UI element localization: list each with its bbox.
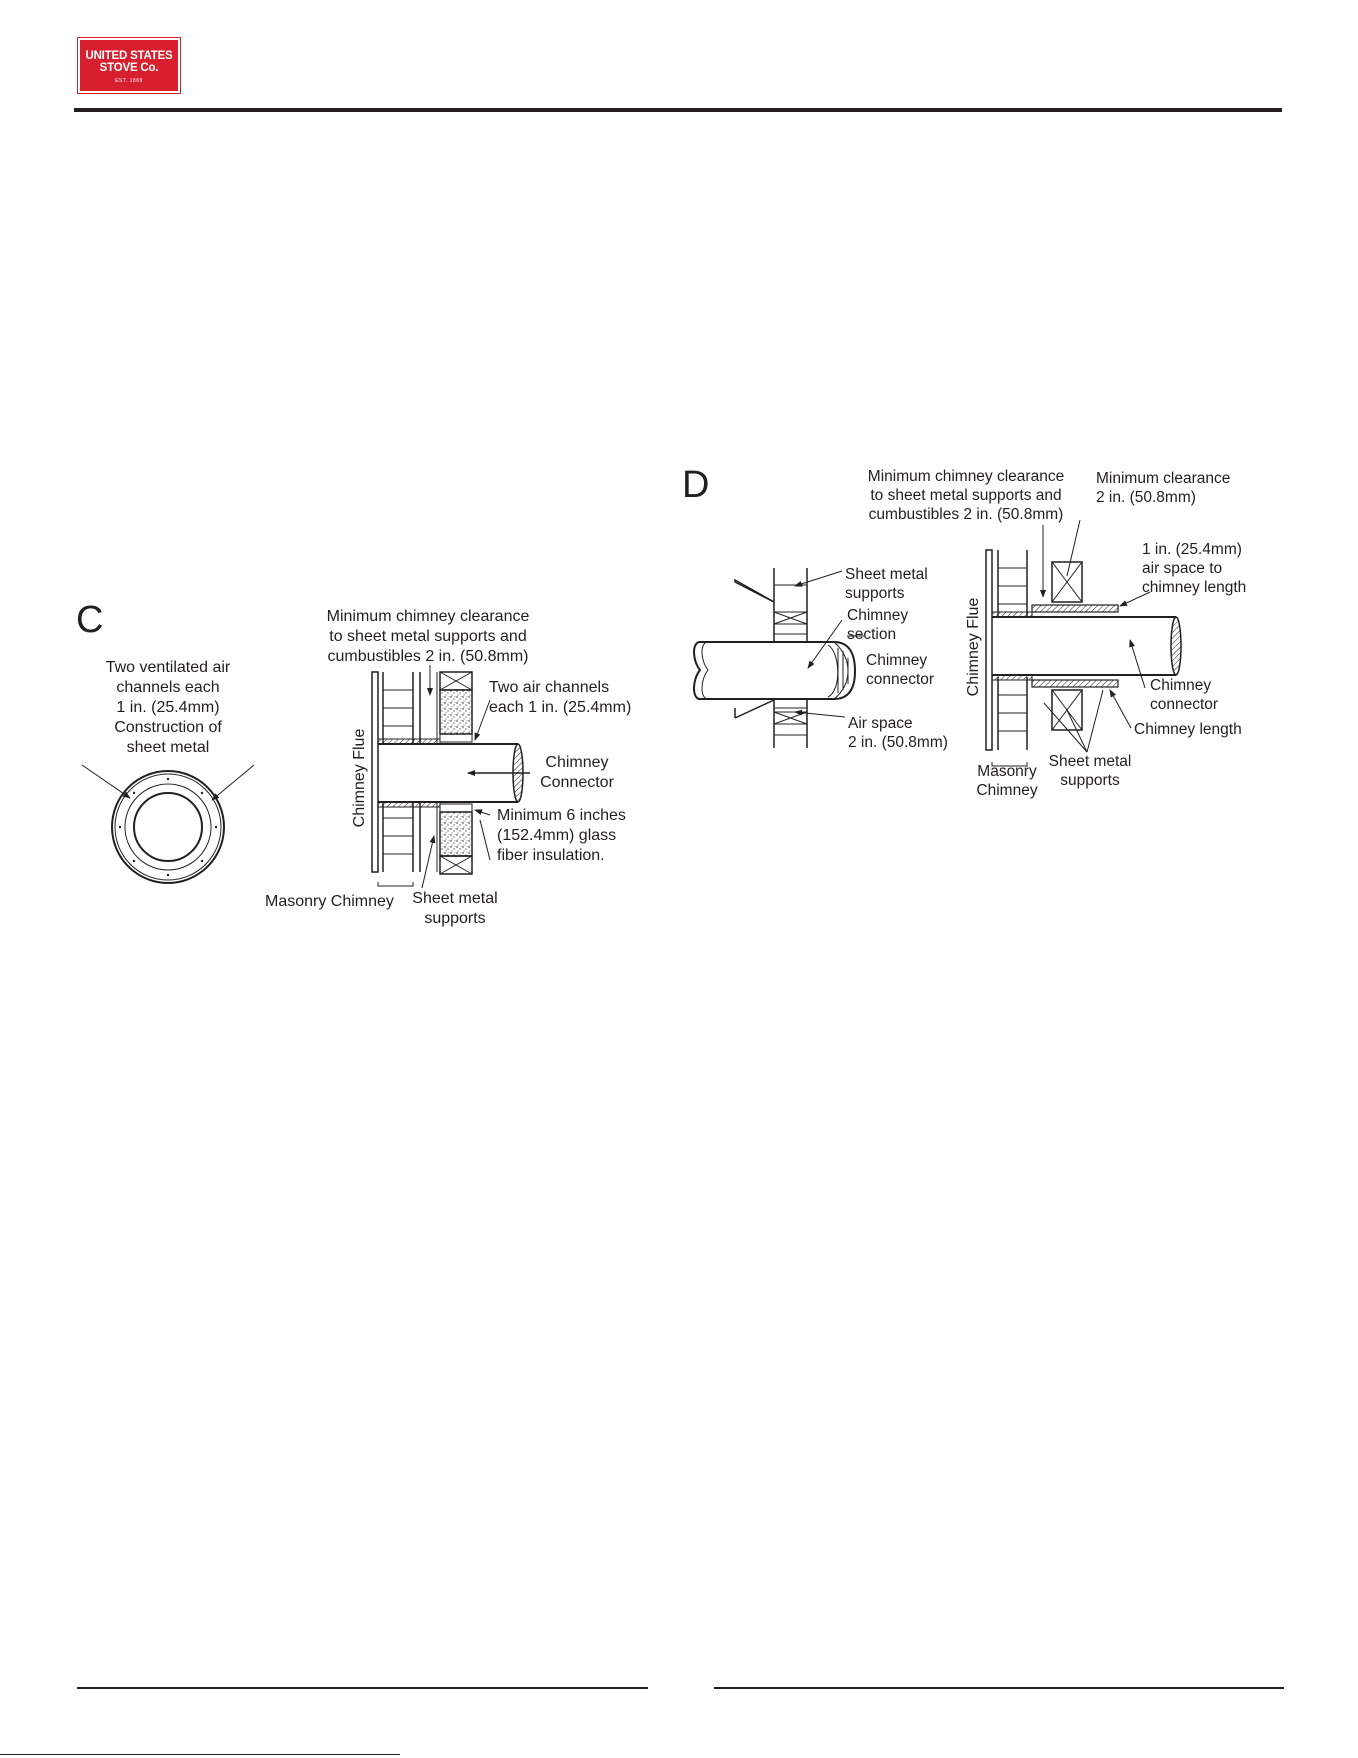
d-connector-left-line-1: Chimney — [866, 652, 927, 669]
figure-d-letter: D — [682, 464, 709, 506]
figure-d-left-section — [693, 568, 864, 748]
header-rule — [74, 108, 1282, 112]
d-chimney-section-line-2: section — [847, 626, 896, 643]
c-masonry-chimney-label: Masonry Chimney — [265, 893, 394, 910]
figure-c-right-labels: Two air channels each 1 in. (25.4mm) Chi… — [265, 679, 631, 927]
d-air-space-line-2: 2 in. (50.8mm) — [848, 734, 948, 751]
d-min-clearance-line-1: Minimum clearance — [1096, 470, 1230, 487]
c-air-channels-line-2: each 1 in. (25.4mm) — [489, 699, 631, 716]
ring-label-line-5: sheet metal — [127, 739, 210, 756]
logo-line-2: STOVE Co. — [99, 62, 159, 74]
footer-rule-left — [77, 1687, 648, 1689]
figure-d: D Minimum chimney clearance to sheet met… — [682, 464, 1246, 799]
c-supports-line-1: Sheet metal — [412, 890, 497, 907]
d-connector-right-line-1: Chimney — [1150, 677, 1211, 694]
c-top-label-line-1: Minimum chimney clearance — [327, 608, 530, 625]
figure-c-ring-label: Two ventilated air channels each 1 in. (… — [106, 659, 231, 756]
ring-label-line-2: channels each — [116, 679, 219, 696]
d-top-label-line-2: to sheet metal supports and — [870, 487, 1061, 504]
figure-d-left-labels: Sheet metal supports Chimney section Chi… — [845, 566, 948, 751]
d-sheet-metal-left-line-2: supports — [845, 585, 905, 602]
d-air-space-length-line-1: 1 in. (25.4mm) — [1142, 541, 1242, 558]
ventilated-ring-drawing — [81, 764, 255, 884]
d-air-space-length-line-2: air space to — [1142, 560, 1222, 577]
c-top-label-line-2: to sheet metal supports and — [329, 628, 526, 645]
d-connector-left-line-2: connector — [866, 671, 934, 688]
d-sheet-metal-left-line-1: Sheet metal — [845, 566, 928, 583]
figure-c: C Two ventilated air channels each 1 in.… — [76, 599, 631, 927]
c-air-channels-line-1: Two air channels — [489, 679, 609, 696]
ring-label-line-3: 1 in. (25.4mm) — [116, 699, 219, 716]
c-top-label-line-3: cumbustibles 2 in. (50.8mm) — [328, 648, 529, 665]
c-chimney-flue-label: Chimney Flue — [351, 729, 368, 828]
figure-d-right-top-labels: Minimum clearance 2 in. (50.8mm) 1 in. (… — [1096, 470, 1246, 596]
d-air-space-line-1: Air space — [848, 715, 913, 732]
d-top-label-line-1: Minimum chimney clearance — [868, 468, 1064, 485]
c-insulation-line-1: Minimum 6 inches — [497, 807, 626, 824]
figure-c-wall-assembly — [371, 665, 530, 889]
figure-c-letter: C — [76, 599, 103, 641]
logo-line-1: UNITED STATES — [85, 50, 173, 62]
bottom-crop-rule — [0, 1754, 400, 1755]
logo-line-3: EST. 1869 — [115, 78, 143, 84]
d-chimney-length-label: Chimney length — [1134, 721, 1242, 738]
d-chimney-section-line-1: Chimney — [847, 607, 908, 624]
figure-d-top-label: Minimum chimney clearance to sheet metal… — [868, 468, 1064, 523]
footer-rule-right — [714, 1687, 1284, 1689]
figure-c-top-label: Minimum chimney clearance to sheet metal… — [327, 608, 530, 665]
d-chimney-flue-label: Chimney Flue — [965, 598, 982, 697]
c-supports-line-2: supports — [424, 910, 485, 927]
ring-label-line-4: Construction of — [114, 719, 222, 736]
c-insulation-line-3: fiber insulation. — [497, 847, 605, 864]
d-masonry-line-1: Masonry — [977, 763, 1037, 780]
figure-d-right-assembly — [985, 519, 1182, 767]
d-connector-right-line-2: connector — [1150, 696, 1218, 713]
d-air-space-length-line-3: chimney length — [1142, 579, 1246, 596]
d-top-label-line-3: cumbustibles 2 in. (50.8mm) — [869, 506, 1064, 523]
d-min-clearance-line-2: 2 in. (50.8mm) — [1096, 489, 1196, 506]
d-supports-right-line-2: supports — [1060, 772, 1120, 789]
united-states-stove-logo: UNITED STATES STOVE Co. EST. 1869 — [78, 38, 180, 93]
c-insulation-line-2: (152.4mm) glass — [497, 827, 616, 844]
d-masonry-line-2: Chimney — [976, 782, 1037, 799]
c-connector-line-2: Connector — [540, 774, 614, 791]
figure-d-right-labels: Chimney connector Chimney length Masonry… — [976, 677, 1241, 799]
c-connector-line-1: Chimney — [545, 754, 608, 771]
ring-label-line-1: Two ventilated air — [106, 659, 231, 676]
d-supports-right-line-1: Sheet metal — [1049, 753, 1132, 770]
